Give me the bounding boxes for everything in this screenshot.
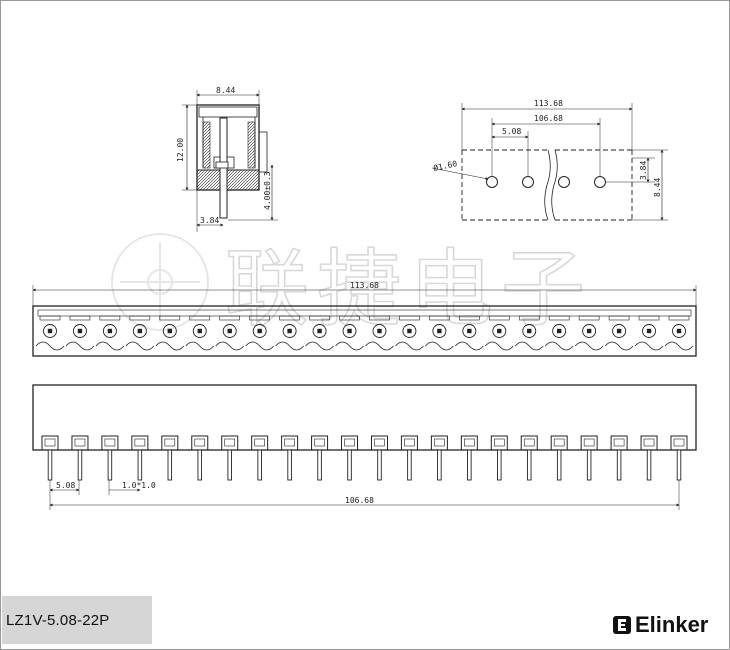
brand-name: Elinker xyxy=(635,612,709,637)
top-pin-cell xyxy=(305,315,334,351)
front-pin xyxy=(131,435,149,481)
detail-pitch-dim: 5.08 xyxy=(502,127,521,136)
side-pin-depth-dim: 4.00±0.3 xyxy=(263,171,272,210)
top-view-pin-cells xyxy=(35,315,694,351)
front-pin xyxy=(430,435,448,481)
top-pin-cell xyxy=(365,315,394,351)
front-pin xyxy=(311,435,329,481)
side-width-dim: 8.44 xyxy=(216,86,235,95)
top-pin-cell xyxy=(35,315,65,351)
top-pin-cell xyxy=(425,315,454,351)
top-pin-cell xyxy=(185,315,215,351)
top-pin-cell xyxy=(95,315,125,351)
front-pin xyxy=(191,435,209,481)
brand-logo: Elinker xyxy=(612,610,708,640)
detail-span-dim: 106.68 xyxy=(534,114,563,123)
front-pin xyxy=(460,435,478,481)
front-pin xyxy=(251,435,269,481)
top-length-dim: 113.68 xyxy=(350,281,379,290)
top-pin-cell xyxy=(664,315,694,351)
watermark-text: 联捷电子 xyxy=(225,240,593,338)
side-offset-dim: 3.84 xyxy=(200,216,219,225)
front-pin xyxy=(41,435,59,481)
front-pin xyxy=(400,435,418,481)
top-view xyxy=(32,285,697,357)
top-pin-cell xyxy=(125,315,155,351)
front-pin xyxy=(580,435,598,481)
front-pin xyxy=(71,435,89,481)
top-pin-cell xyxy=(155,315,185,351)
top-pin-cell xyxy=(574,315,604,351)
top-detail-view xyxy=(431,103,668,221)
top-pin-cell xyxy=(395,315,424,351)
top-pin-cell xyxy=(544,315,574,351)
top-pin-cell xyxy=(245,315,274,351)
part-number-label: LZ1V-5.08-22P xyxy=(2,596,152,644)
top-pin-cell xyxy=(604,315,634,351)
front-pin-size-dim: 1.0*1.0 xyxy=(122,481,156,490)
detail-row-offset-dim: 3.84 xyxy=(639,161,648,180)
front-pin xyxy=(640,435,658,481)
top-pin-cell xyxy=(65,315,95,351)
detail-hole-dim: Ø1.60 xyxy=(432,158,458,173)
top-pin-cell xyxy=(484,315,514,351)
watermark-logo xyxy=(111,233,209,331)
front-pin xyxy=(101,435,119,481)
side-height-dim: 12.00 xyxy=(176,138,185,162)
front-pin xyxy=(610,435,628,481)
top-pin-cell xyxy=(514,315,544,351)
front-pin xyxy=(341,435,359,481)
side-view xyxy=(182,90,278,232)
front-pin xyxy=(221,435,239,481)
front-pin xyxy=(370,435,388,481)
detail-depth-dim: 8.44 xyxy=(653,178,662,197)
front-span-dim: 106.68 xyxy=(345,496,374,505)
front-view-pins xyxy=(41,435,688,481)
front-pin xyxy=(490,435,508,481)
top-pin-cell xyxy=(335,315,364,351)
front-pitch-dim: 5.08 xyxy=(56,481,75,490)
front-view xyxy=(32,384,697,510)
front-pin xyxy=(550,435,568,481)
top-pin-cell xyxy=(455,315,484,351)
front-pin xyxy=(670,435,688,481)
front-pin xyxy=(281,435,299,481)
elinker-logo-icon xyxy=(613,616,631,634)
top-pin-cell xyxy=(634,315,664,351)
front-pin xyxy=(161,435,179,481)
top-pin-cell xyxy=(275,315,304,351)
detail-overall-dim: 113.68 xyxy=(534,99,563,108)
front-pin xyxy=(520,435,538,481)
top-pin-cell xyxy=(215,315,245,351)
